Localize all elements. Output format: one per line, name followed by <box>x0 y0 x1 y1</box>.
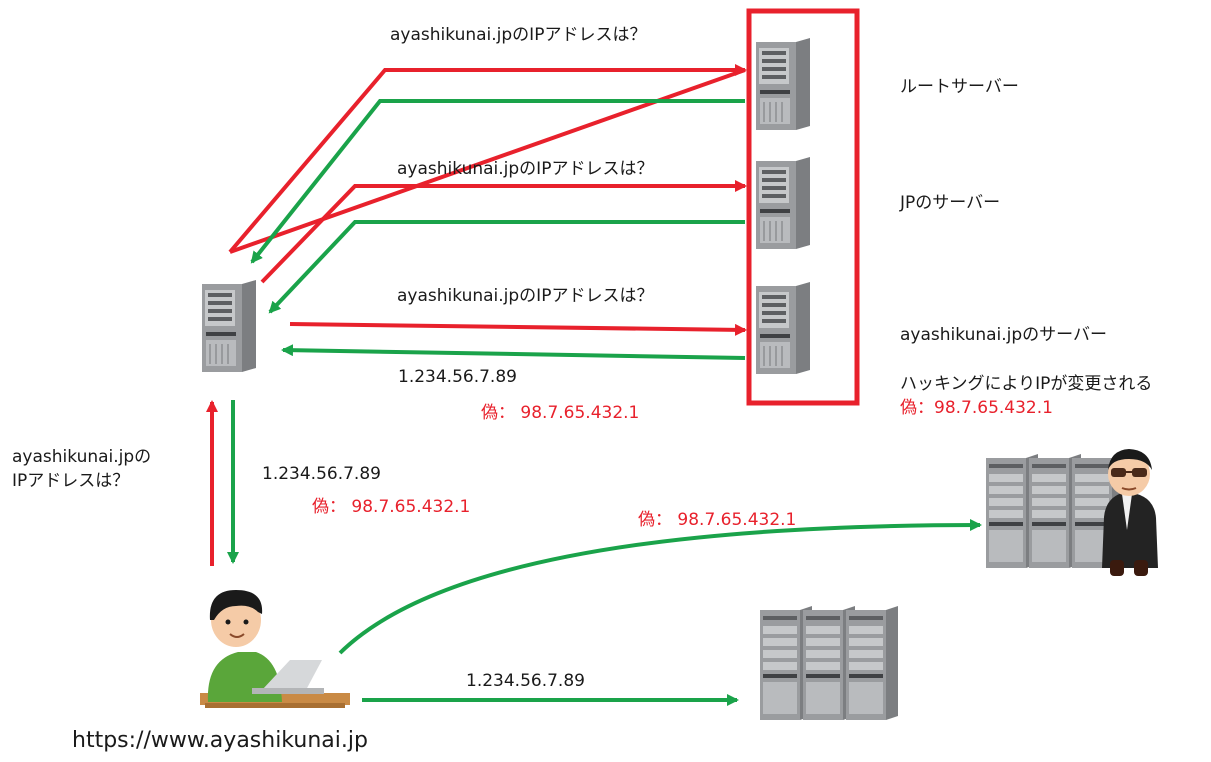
client-url: https://www.ayashikunai.jp <box>72 728 368 753</box>
arrow-answer-jp <box>268 220 745 314</box>
arrow-answer-authoritative <box>281 344 746 360</box>
root-server-label: ルートサーバー <box>900 77 1019 97</box>
arrow-to-malicious-server <box>338 519 982 655</box>
arrow-query-root-path <box>228 64 747 254</box>
answer-real-ip: 1.234.56.7.89 <box>398 367 517 387</box>
answer-forged-ip: 偽： 98.7.65.432.1 <box>481 403 640 423</box>
dns-server-group-frame <box>746 8 860 406</box>
to-legit-real-ip: 1.234.56.7.89 <box>466 671 585 691</box>
client-answer-forged-ip: 偽： 98.7.65.432.1 <box>312 497 471 517</box>
query-authoritative-label: ayashikunai.jpのIPアドレスは？ <box>397 286 654 306</box>
arrow-query-authoritative <box>289 322 747 336</box>
arrow-query-jp <box>260 180 747 284</box>
client-answer-real-ip: 1.234.56.7.89 <box>262 464 381 484</box>
jp-server-icon <box>755 156 811 250</box>
authoritative-server-label: ayashikunai.jpのサーバー <box>900 325 1108 345</box>
hacker-icon <box>1102 449 1158 576</box>
query-root-label: ayashikunai.jpのIPアドレスは？ <box>390 25 647 45</box>
to-malicious-forged-ip: 偽： 98.7.65.432.1 <box>638 510 797 530</box>
legit-web-server-icon <box>760 606 898 720</box>
root-server-icon <box>755 37 811 131</box>
query-jp-label: ayashikunai.jpのIPアドレスは？ <box>397 159 654 179</box>
cache-dns-server-icon <box>201 279 257 373</box>
jp-server-label: JPのサーバー <box>900 193 1001 213</box>
arrow-answer-root <box>250 99 745 264</box>
authoritative-server-icon <box>755 281 811 375</box>
hack-note: ハッキングによりIPが変更される <box>900 374 1153 394</box>
client-query-line-2: IPアドレスは？ <box>12 471 130 491</box>
user-with-laptop-icon <box>200 590 350 708</box>
client-query-line-1: ayashikunai.jpの <box>12 447 152 467</box>
hack-forged-ip: 偽：98.7.65.432.1 <box>900 398 1053 418</box>
